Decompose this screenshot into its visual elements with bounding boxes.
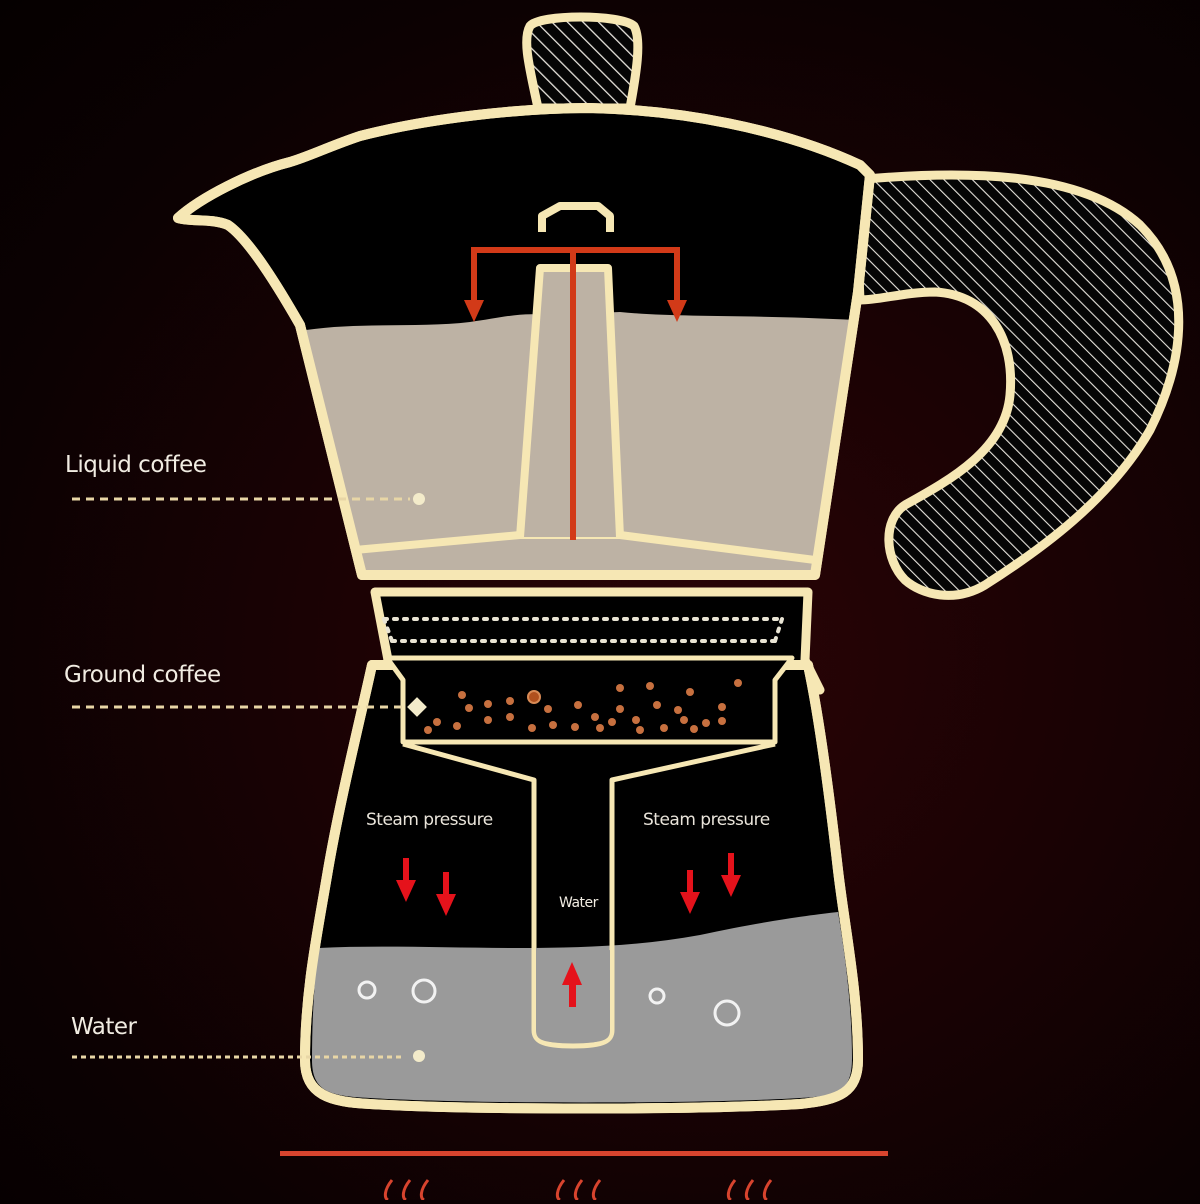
label-water-tube: Water — [559, 895, 598, 911]
label-steam-pressure-left: Steam pressure — [366, 810, 493, 830]
arrow-down-icon — [436, 872, 456, 916]
label-water: Water — [71, 1014, 137, 1040]
label-steam-pressure-right: Steam pressure — [643, 810, 770, 830]
burner-line — [280, 1151, 888, 1156]
funnel-tube — [402, 741, 776, 1049]
heat-wave-icon — [555, 1179, 602, 1202]
handle — [850, 170, 1184, 600]
lower-boiler — [300, 660, 863, 1114]
coffee-grounds — [424, 679, 742, 734]
heat-source — [280, 1151, 888, 1202]
arrow-down-right-icon — [667, 300, 687, 322]
callout-lines — [72, 497, 410, 1059]
arrow-down-icon — [396, 858, 416, 902]
heat-wave-icon — [383, 1179, 430, 1202]
lid-knob — [522, 12, 643, 113]
bubbles — [357, 978, 741, 1027]
liquid-coffee-marker — [413, 493, 425, 505]
ground-coffee-marker — [407, 697, 427, 717]
arrow-down-icon — [680, 870, 700, 914]
water-up-arrow-icon — [562, 962, 582, 1007]
filter-plate — [382, 617, 784, 643]
label-liquid-coffee: Liquid coffee — [65, 452, 207, 478]
arrow-down-left-icon — [464, 300, 484, 322]
arrow-down-icon — [721, 853, 741, 897]
column-cap — [538, 202, 614, 232]
coffee-flow-arrows — [464, 247, 687, 540]
water-marker — [413, 1050, 425, 1062]
heat-wave-icon — [726, 1179, 773, 1202]
label-ground-coffee: Ground coffee — [64, 662, 221, 688]
upper-chamber — [173, 103, 875, 580]
steam-pressure-arrows — [396, 853, 741, 916]
